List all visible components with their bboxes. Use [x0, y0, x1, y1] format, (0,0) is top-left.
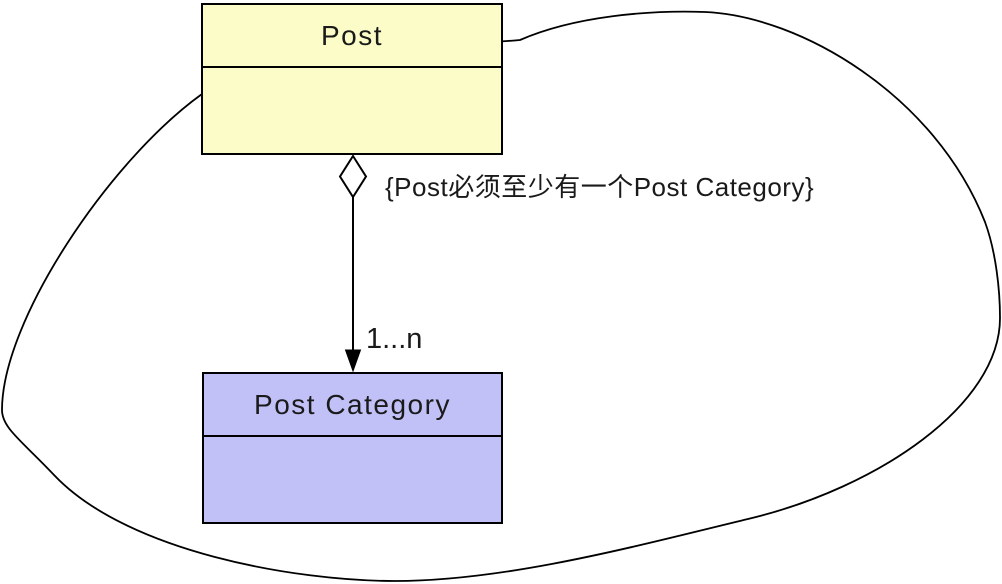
arrowhead-icon	[344, 349, 362, 373]
multiplicity-label: 1...n	[366, 323, 423, 355]
class-title-post: Post	[203, 5, 501, 68]
class-box-post-category: Post Category	[202, 372, 503, 524]
class-body-post	[203, 68, 501, 153]
constraint-label: {Post必须至少有一个Post Category}	[385, 172, 815, 202]
class-body-post-category	[204, 437, 501, 522]
class-title-post-category: Post Category	[204, 374, 501, 437]
aggregation-diamond-icon	[338, 154, 368, 199]
class-box-post: Post	[201, 3, 503, 155]
